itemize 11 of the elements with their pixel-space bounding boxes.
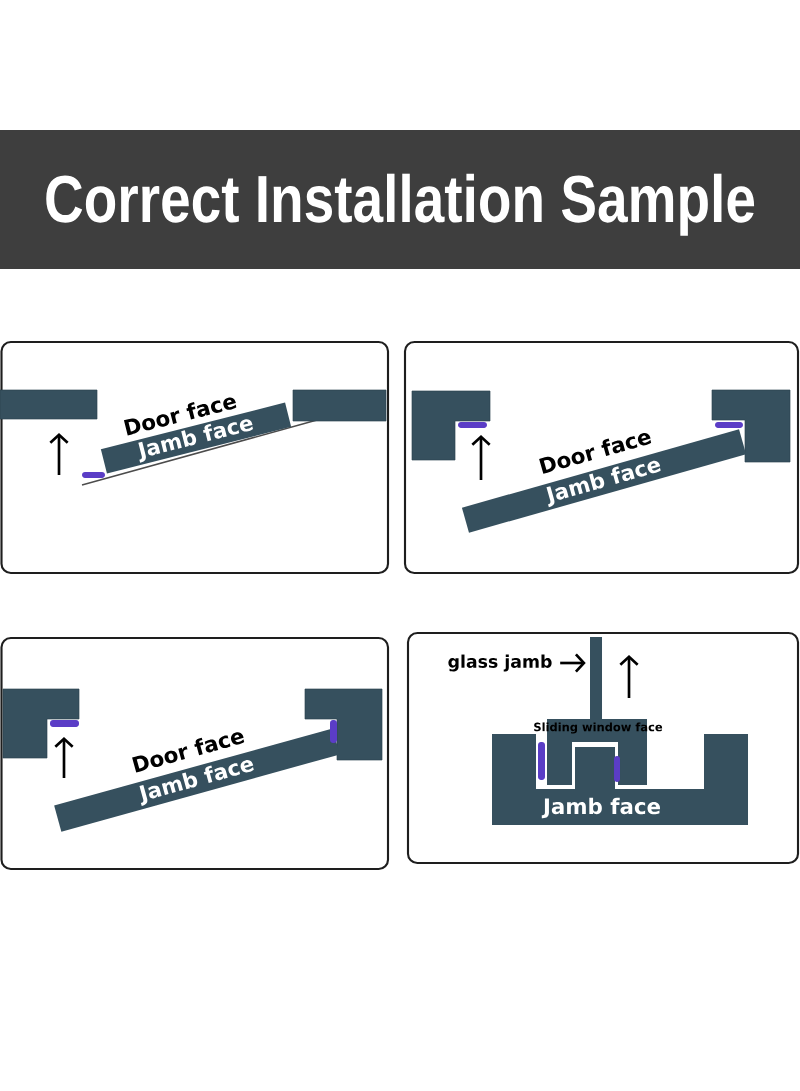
jamb-block [411,390,491,461]
glass-jamb-bar [590,637,602,719]
title-banner: Correct Installation Sample [0,130,800,269]
jamb-block [711,389,791,463]
jamb-block [304,688,383,761]
jamb-block [2,688,80,759]
jamb-block [292,389,387,422]
arrow [560,653,586,673]
profile: Jamb face [492,734,748,825]
jamb-block [0,389,98,420]
part-label: glass jamb [448,654,552,672]
